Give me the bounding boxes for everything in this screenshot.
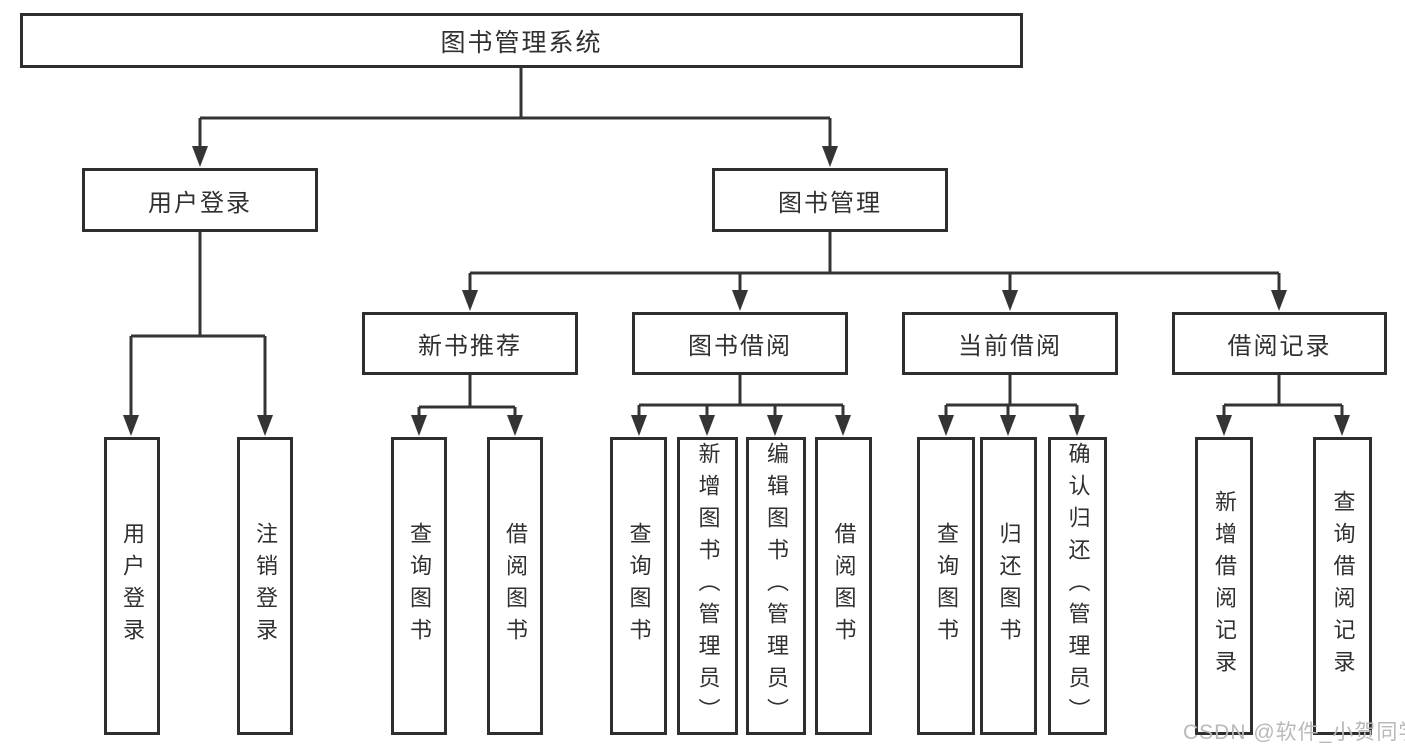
arrow-down-icon [1216,415,1232,436]
node-label: 图书借阅 [688,333,792,360]
leaf-current-confirm-return-admin: 确认归还（管理员） [1048,437,1107,735]
leaf-label: 借阅图书 [831,522,857,650]
leaf-label: 归还图书 [996,522,1022,650]
arrow-down-icon [192,146,208,167]
arrow-down-icon [1069,415,1085,436]
leaf-recommendation-query-books: 查询图书 [391,437,447,735]
leaf-label: 新增借阅记录 [1212,490,1237,682]
arrowhead-icons [123,146,1350,436]
node-label: 借阅记录 [1227,333,1332,360]
arrow-down-icon [631,415,647,436]
arrow-down-icon [507,415,523,436]
arrow-down-icon [462,290,478,311]
arrow-down-icon [411,415,427,436]
leaf-records-query-borrow-record: 查询借阅记录 [1313,437,1372,735]
node-book-borrowing: 图书借阅 [632,312,848,375]
node-label: 新书推荐 [418,333,522,360]
node-label: 当前借阅 [958,333,1062,360]
node-label: 图书管理系统 [440,28,603,57]
leaf-label: 查询图书 [407,522,432,650]
leaf-label: 查询图书 [626,522,652,650]
leaf-label: 新增图书（管理员） [695,442,721,730]
node-new-book-recommendation: 新书推荐 [362,312,578,375]
node-borrowing-records: 借阅记录 [1172,312,1387,375]
leaf-logout: 注销登录 [237,437,293,735]
arrow-down-icon [1000,415,1016,436]
arrow-down-icon [123,415,139,436]
csdn-watermark: CSDN @软件_小贺同学 [1183,721,1405,744]
node-label: 用户登录 [148,189,252,217]
leaf-records-add-borrow-record: 新增借阅记录 [1195,437,1253,735]
leaf-label: 编辑图书（管理员） [764,442,789,730]
node-user-login: 用户登录 [82,168,318,232]
leaf-current-return-books: 归还图书 [980,437,1037,735]
arrow-down-icon [1334,415,1350,436]
leaf-current-query-books: 查询图书 [917,437,975,735]
leaf-borrowing-edit-books-admin: 编辑图书（管理员） [746,437,806,735]
leaf-label: 用户登录 [120,522,145,650]
arrow-down-icon [1002,290,1018,311]
leaf-borrowing-query-books: 查询图书 [610,437,667,735]
arrow-down-icon [767,415,783,436]
arrow-down-icon [699,415,715,436]
arrow-down-icon [732,290,748,311]
leaf-label: 注销登录 [253,522,278,650]
leaf-recommendation-borrow-books: 借阅图书 [487,437,543,735]
leaf-label: 查询图书 [934,522,959,650]
tree-branch-lines [129,68,1344,420]
leaf-borrowing-borrow-books: 借阅图书 [815,437,872,735]
node-book-management: 图书管理 [712,168,948,232]
node-current-borrowing: 当前借阅 [902,312,1118,375]
leaf-label: 查询借阅记录 [1330,490,1356,682]
leaf-user-login: 用户登录 [104,437,160,735]
arrow-down-icon [822,146,838,167]
arrow-down-icon [1271,290,1287,311]
arrow-down-icon [835,415,851,436]
leaf-label: 借阅图书 [503,522,528,650]
node-label: 图书管理 [778,189,882,217]
arrow-down-icon [938,415,954,436]
leaf-borrowing-add-books-admin: 新增图书（管理员） [677,437,738,735]
leaf-label: 确认归还（管理员） [1065,442,1091,730]
node-system-root: 图书管理系统 [20,13,1023,68]
arrow-down-icon [257,415,273,436]
